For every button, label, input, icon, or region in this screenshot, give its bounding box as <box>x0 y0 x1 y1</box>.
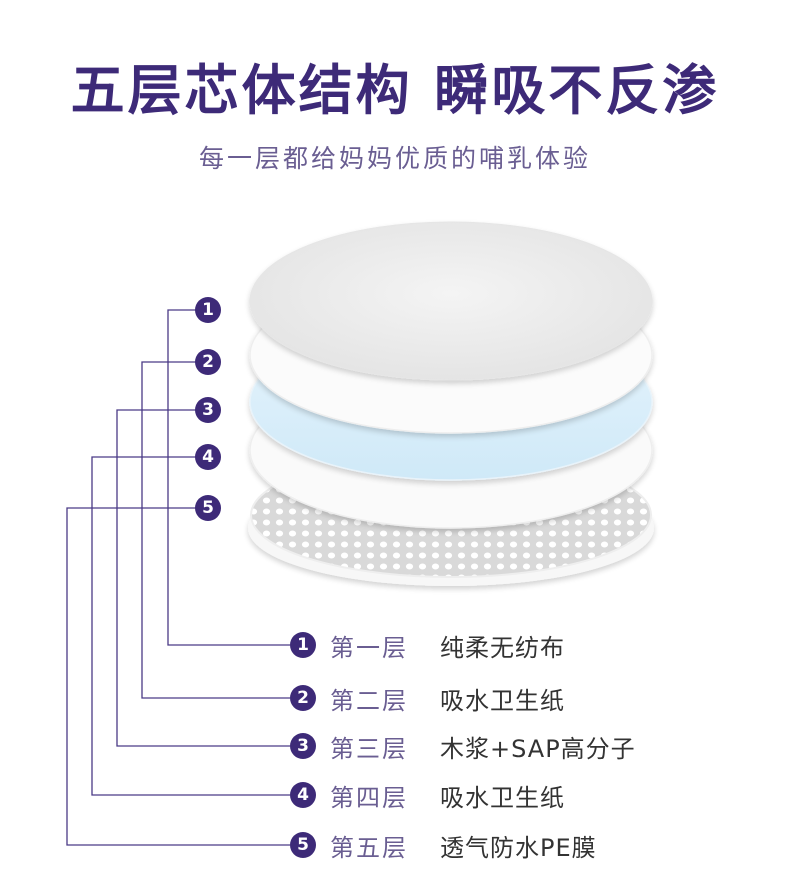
page-title: 五层芯体结构 瞬吸不反渗 <box>70 59 720 122</box>
connector-lines <box>66 309 290 846</box>
layer-material: 吸水卫生纸 <box>440 687 565 715</box>
marker-4: 4 <box>195 444 221 470</box>
marker-3: 3 <box>195 397 221 423</box>
layer-name: 第五层 <box>330 834 408 862</box>
legend-badge: 1 <box>290 632 316 658</box>
layer-material: 纯柔无纺布 <box>440 634 565 662</box>
layer-name: 第一层 <box>330 634 408 662</box>
legend-badge: 2 <box>290 685 316 711</box>
legend-badge: 3 <box>290 733 316 759</box>
page-subtitle: 每一层都给妈妈优质的哺乳体验 <box>198 144 591 173</box>
layer-material: 透气防水PE膜 <box>440 834 597 862</box>
connector-3 <box>116 409 290 747</box>
marker-2: 2 <box>195 349 221 375</box>
marker-5: 5 <box>195 495 221 521</box>
connector-4 <box>91 456 290 796</box>
connector-1 <box>167 309 290 646</box>
legend-badge: 4 <box>290 782 316 808</box>
marker-1: 1 <box>195 297 221 323</box>
connector-2 <box>141 361 290 699</box>
layer-name: 第二层 <box>330 687 408 715</box>
layer-name: 第四层 <box>330 784 408 812</box>
layer-material: 吸水卫生纸 <box>440 784 565 812</box>
legend-badge: 5 <box>290 832 316 858</box>
layer-material: 木浆+SAP高分子 <box>440 735 636 763</box>
layer1-disc <box>249 221 653 381</box>
connector-5 <box>66 507 290 846</box>
layer-name: 第三层 <box>330 735 408 763</box>
